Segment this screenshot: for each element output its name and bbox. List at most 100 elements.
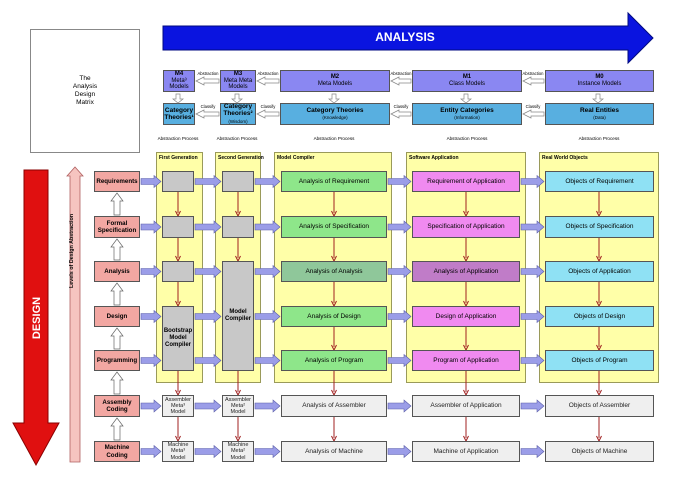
flow-arrow xyxy=(254,174,281,189)
flow-arrow xyxy=(140,444,162,459)
abstraction-up-arrow xyxy=(110,417,124,441)
abstraction-process-4: Abstraction Process xyxy=(446,136,488,141)
application-row-3: Design of Application xyxy=(412,306,520,327)
application-row-4: Program of Application xyxy=(412,350,520,371)
level-arrow xyxy=(596,192,602,218)
abstraction-process-2: Abstraction Process xyxy=(216,136,258,141)
level-arrow xyxy=(463,238,469,263)
flow-arrow xyxy=(387,353,412,368)
compiler-row-4: Analysis of Program xyxy=(281,350,387,371)
flow-arrow xyxy=(387,444,412,459)
level-machine-coding: Machine Coding xyxy=(94,441,140,462)
flow-arrow xyxy=(387,264,412,279)
classify-label-1: Classify xyxy=(200,104,216,109)
level-arrow xyxy=(235,371,241,397)
level-arrow xyxy=(331,282,337,308)
level-arrow xyxy=(331,417,337,443)
compiler-row-5: Analysis of Assembler xyxy=(281,395,387,417)
analysis-arrow xyxy=(162,11,654,65)
level-arrow xyxy=(331,238,337,263)
classify-label-3: Classify xyxy=(393,104,409,109)
abstraction-process-1: Abstraction Process xyxy=(157,136,199,141)
second-gen-requirements xyxy=(222,171,254,192)
category-c4: Entity Categories(Information) xyxy=(412,103,522,125)
matrix-title-box: The Analysis Design Matrix xyxy=(30,29,140,153)
compiler-row-3: Analysis of Design xyxy=(281,306,387,327)
level-requirements: Requirements xyxy=(94,171,140,192)
level-arrow xyxy=(175,282,181,308)
flow-arrow xyxy=(520,174,545,189)
abstraction-label-1: Abstraction xyxy=(197,71,219,76)
flow-arrow xyxy=(194,220,222,234)
level-design: Design xyxy=(94,306,140,327)
flow-arrow xyxy=(254,309,281,324)
level-arrow xyxy=(596,282,602,308)
first-gen-requirements xyxy=(162,171,194,192)
flow-arrow xyxy=(520,264,545,279)
flow-arrow xyxy=(140,174,162,189)
abstraction-up-arrow xyxy=(110,327,124,350)
objects-row-0: Objects of Requirement xyxy=(545,171,654,192)
assembler-meta2-model: Assembler Meta² Model xyxy=(222,395,254,417)
level-arrow xyxy=(331,192,337,218)
flow-arrow xyxy=(140,353,162,368)
objects-row-4: Objects of Program xyxy=(545,350,654,371)
objects-row-1: Objects of Specification xyxy=(545,216,654,238)
flow-arrow xyxy=(140,399,162,413)
level-arrow xyxy=(175,238,181,263)
abstraction-up-arrow xyxy=(110,282,124,306)
level-assembly-coding: Assembly Coding xyxy=(94,395,140,417)
level-arrow xyxy=(331,371,337,397)
flow-arrow xyxy=(254,220,281,234)
flow-arrow xyxy=(254,444,281,459)
first-gen-specification xyxy=(162,216,194,238)
objects-row-6: Objects of Machine xyxy=(545,441,654,462)
flow-arrow xyxy=(194,444,222,459)
first-gen-analysis xyxy=(162,261,194,282)
abstraction-label-3: Abstraction xyxy=(390,71,412,76)
machine-meta3-model: Machine Meta³ Model xyxy=(162,441,194,462)
abstraction-up-arrow xyxy=(110,238,124,261)
flow-arrow xyxy=(194,309,222,324)
abstraction-label-2: Abstraction xyxy=(257,71,279,76)
levels-arrow xyxy=(66,166,84,463)
level-arrow xyxy=(596,417,602,443)
flow-arrow xyxy=(520,353,545,368)
abstraction-process-5: Abstraction Process xyxy=(578,136,620,141)
level-arrow xyxy=(175,192,181,218)
second-gen-specification xyxy=(222,216,254,238)
flow-arrow xyxy=(387,309,412,324)
analysis-label: ANALYSIS xyxy=(375,30,435,44)
level-arrow xyxy=(596,371,602,397)
flow-arrow xyxy=(254,353,281,368)
category-c1: Category Theories¹ xyxy=(163,103,195,125)
assembler-meta3-model: Assembler Meta³ Model xyxy=(162,395,194,417)
level-arrow xyxy=(235,192,241,218)
level-arrow xyxy=(235,238,241,263)
abstraction-label-4: Abstraction xyxy=(522,71,544,76)
compiler-row-0: Analysis of Requirement xyxy=(281,171,387,192)
bootstrap-model-compiler: Bootstrap Model Compiler xyxy=(162,306,194,371)
level-formal-specification: Formal Specification xyxy=(94,216,140,238)
level-arrow xyxy=(463,282,469,308)
machine-meta2-model: Machine Meta² Model xyxy=(222,441,254,462)
level-arrow xyxy=(175,417,181,443)
level-arrow xyxy=(463,417,469,443)
compiler-row-6: Analysis of Machine xyxy=(281,441,387,462)
flow-arrow xyxy=(194,264,222,279)
level-analysis: Analysis xyxy=(94,261,140,282)
level-arrow xyxy=(175,371,181,397)
objects-row-2: Objects of Application xyxy=(545,261,654,282)
level-arrow xyxy=(463,371,469,397)
flow-arrow xyxy=(254,264,281,279)
category-c2: Category Theories²(Wisdom) xyxy=(220,103,256,125)
flow-arrow xyxy=(387,174,412,189)
design-arrow xyxy=(12,169,60,467)
level-arrow xyxy=(235,417,241,443)
application-row-0: Requirement of Application xyxy=(412,171,520,192)
application-row-1: Specification of Application xyxy=(412,216,520,238)
level-arrow xyxy=(463,327,469,352)
